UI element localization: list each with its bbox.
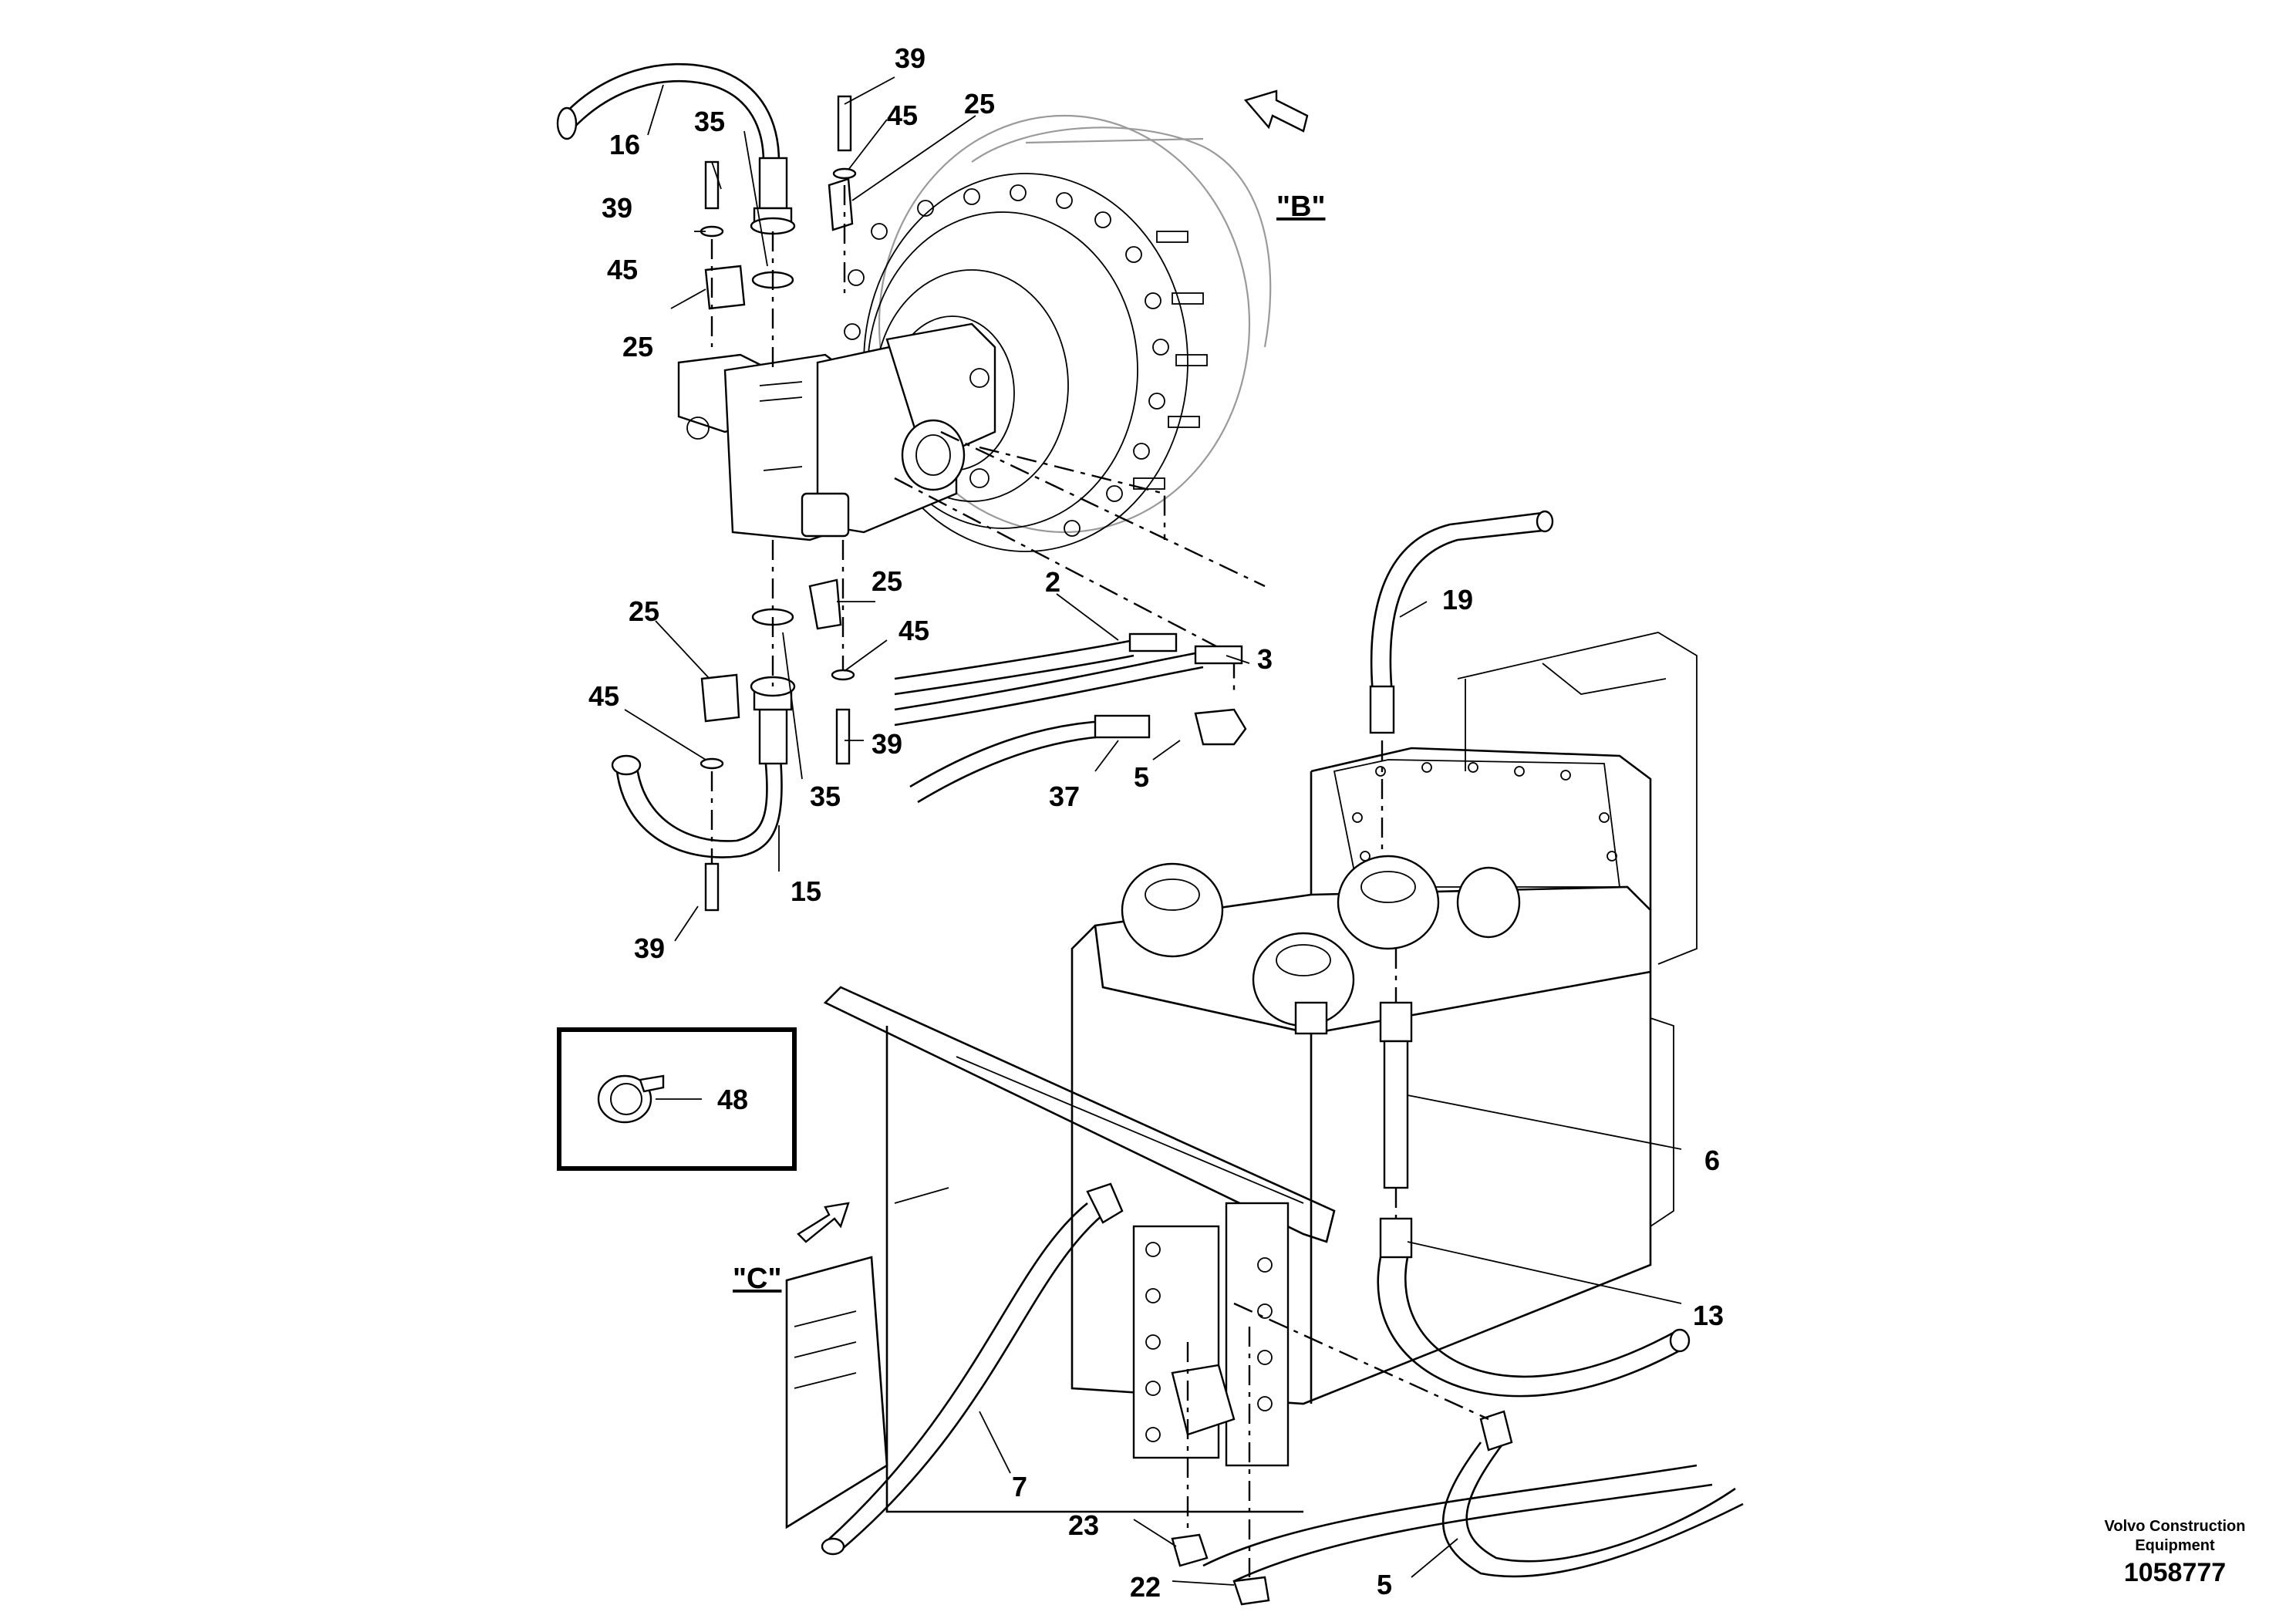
label-48: 48 <box>717 1084 748 1115</box>
arrow-b-icon <box>1243 89 1309 133</box>
assembly-centre-lines <box>710 185 1266 864</box>
drawing-reference-number: 1058777 <box>2124 1558 2226 1587</box>
label-23: 23 <box>1068 1509 1099 1541</box>
label-25-mid-right: 25 <box>872 565 902 597</box>
hose-16 <box>556 62 796 235</box>
label-25-top: 25 <box>964 88 995 120</box>
label-3: 3 <box>1257 643 1273 675</box>
company-name-line2: Equipment <box>2135 1537 2215 1554</box>
footer: Volvo Construction Equipment 1058777 <box>2105 1518 2246 1587</box>
inset-box-clamp-48 <box>557 1027 797 1171</box>
label-39-bottom: 39 <box>634 932 665 964</box>
label-2: 2 <box>1045 566 1060 598</box>
control-valve-and-frame <box>785 986 1336 1529</box>
label-15: 15 <box>791 875 821 907</box>
leader-lines <box>624 76 1682 1586</box>
label-5-lower: 5 <box>1377 1569 1392 1600</box>
bolts-and-washers <box>700 95 857 912</box>
label-45-left: 45 <box>607 254 638 285</box>
label-37: 37 <box>1049 781 1080 812</box>
label-5-upper: 5 <box>1134 761 1149 793</box>
company-name-line1: Volvo Construction <box>2105 1518 2246 1535</box>
label-45-mid-right: 45 <box>899 615 929 646</box>
label-39-mid: 39 <box>872 728 902 760</box>
label-39-top: 39 <box>895 42 925 74</box>
label-19: 19 <box>1442 584 1473 615</box>
label-6: 6 <box>1704 1145 1720 1176</box>
label-25-mid-left: 25 <box>629 595 659 627</box>
view-label-b: "B" <box>1276 191 1325 223</box>
label-39-left: 39 <box>602 192 632 224</box>
label-45-top: 45 <box>887 99 918 131</box>
hydraulic-tank <box>1070 632 1698 1405</box>
label-13: 13 <box>1693 1300 1724 1331</box>
label-22: 22 <box>1130 1571 1161 1603</box>
label-45-mid-left: 45 <box>588 680 619 712</box>
label-25-left: 25 <box>622 331 653 363</box>
view-direction-arrows <box>797 89 1309 1243</box>
hoses-lower <box>821 510 1744 1606</box>
label-16: 16 <box>609 129 640 160</box>
arrow-c-icon <box>797 1202 850 1243</box>
label-35-lower: 35 <box>810 781 841 812</box>
hoses-2-3-37 <box>894 632 1247 804</box>
view-label-c: "C" <box>733 1263 781 1295</box>
clamps <box>700 177 854 723</box>
hose-15 <box>611 676 796 858</box>
label-35-top: 35 <box>694 106 725 137</box>
part-labels: 39 45 25 16 35 39 45 25 2 3 25 25 45 45 … <box>588 42 1724 1603</box>
travel-gear-hub <box>844 114 1272 552</box>
label-7: 7 <box>1012 1471 1027 1502</box>
hydraulic-motor <box>677 322 996 541</box>
